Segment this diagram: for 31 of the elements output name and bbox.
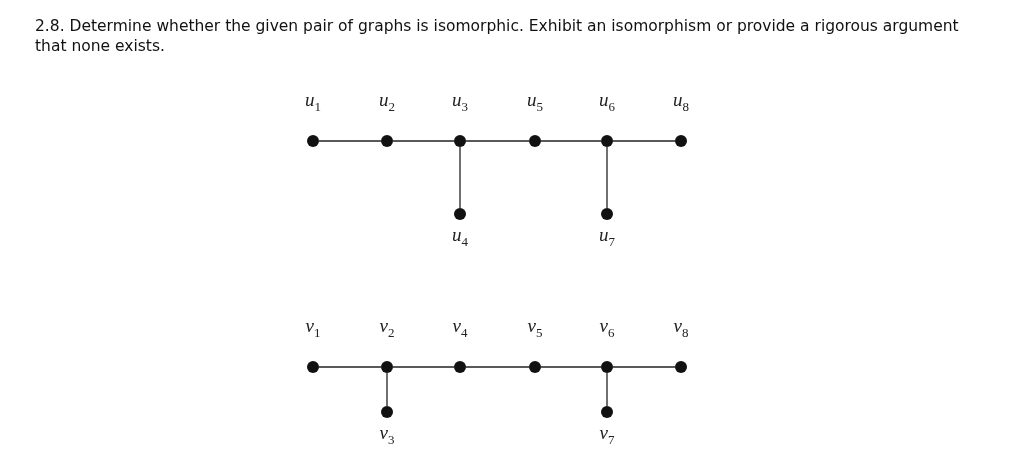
vertex-label: u$_{3}$: [451, 89, 469, 116]
graph-edge: [459, 146, 461, 209]
graph-edge: [540, 140, 602, 142]
vertex-label: u$_{7}$: [598, 224, 616, 251]
vertex-label: u$_{5}$: [526, 89, 544, 116]
graph-edge: [540, 366, 602, 368]
graph-edge: [612, 140, 676, 142]
graph-edge: [606, 146, 608, 209]
graph-edge: [465, 140, 530, 142]
vertex-label: v$_{2}$: [378, 315, 396, 342]
graph-edge: [606, 372, 608, 407]
vertex-label: v$_{6}$: [598, 315, 616, 342]
vertex-label: u$_{2}$: [378, 89, 396, 116]
problem-statement: 2.8. Determine whether the given pair of graphs is isomorphic. Exhibit an isomorphism or provide a rigorous argument that none exists.: [35, 16, 960, 56]
vertex-label: v$_{5}$: [526, 315, 544, 342]
vertex-label: u$_{4}$: [451, 224, 469, 251]
vertex-label: v$_{1}$: [304, 315, 322, 342]
graph-edge: [612, 366, 676, 368]
vertex-label: v$_{8}$: [672, 315, 690, 342]
graph-edge: [318, 366, 382, 368]
graph-edge: [318, 140, 382, 142]
vertex-label: u$_{8}$: [672, 89, 690, 116]
vertex-label: v$_{4}$: [451, 315, 469, 342]
graph-edge: [392, 140, 455, 142]
graph-edge: [392, 366, 455, 368]
graph-edge: [386, 372, 388, 407]
vertex-label: v$_{7}$: [598, 422, 616, 449]
vertex-label: u$_{1}$: [304, 89, 322, 116]
graph-edge: [465, 366, 530, 368]
vertex-label: u$_{6}$: [598, 89, 616, 116]
vertex-label: v$_{3}$: [378, 422, 396, 449]
